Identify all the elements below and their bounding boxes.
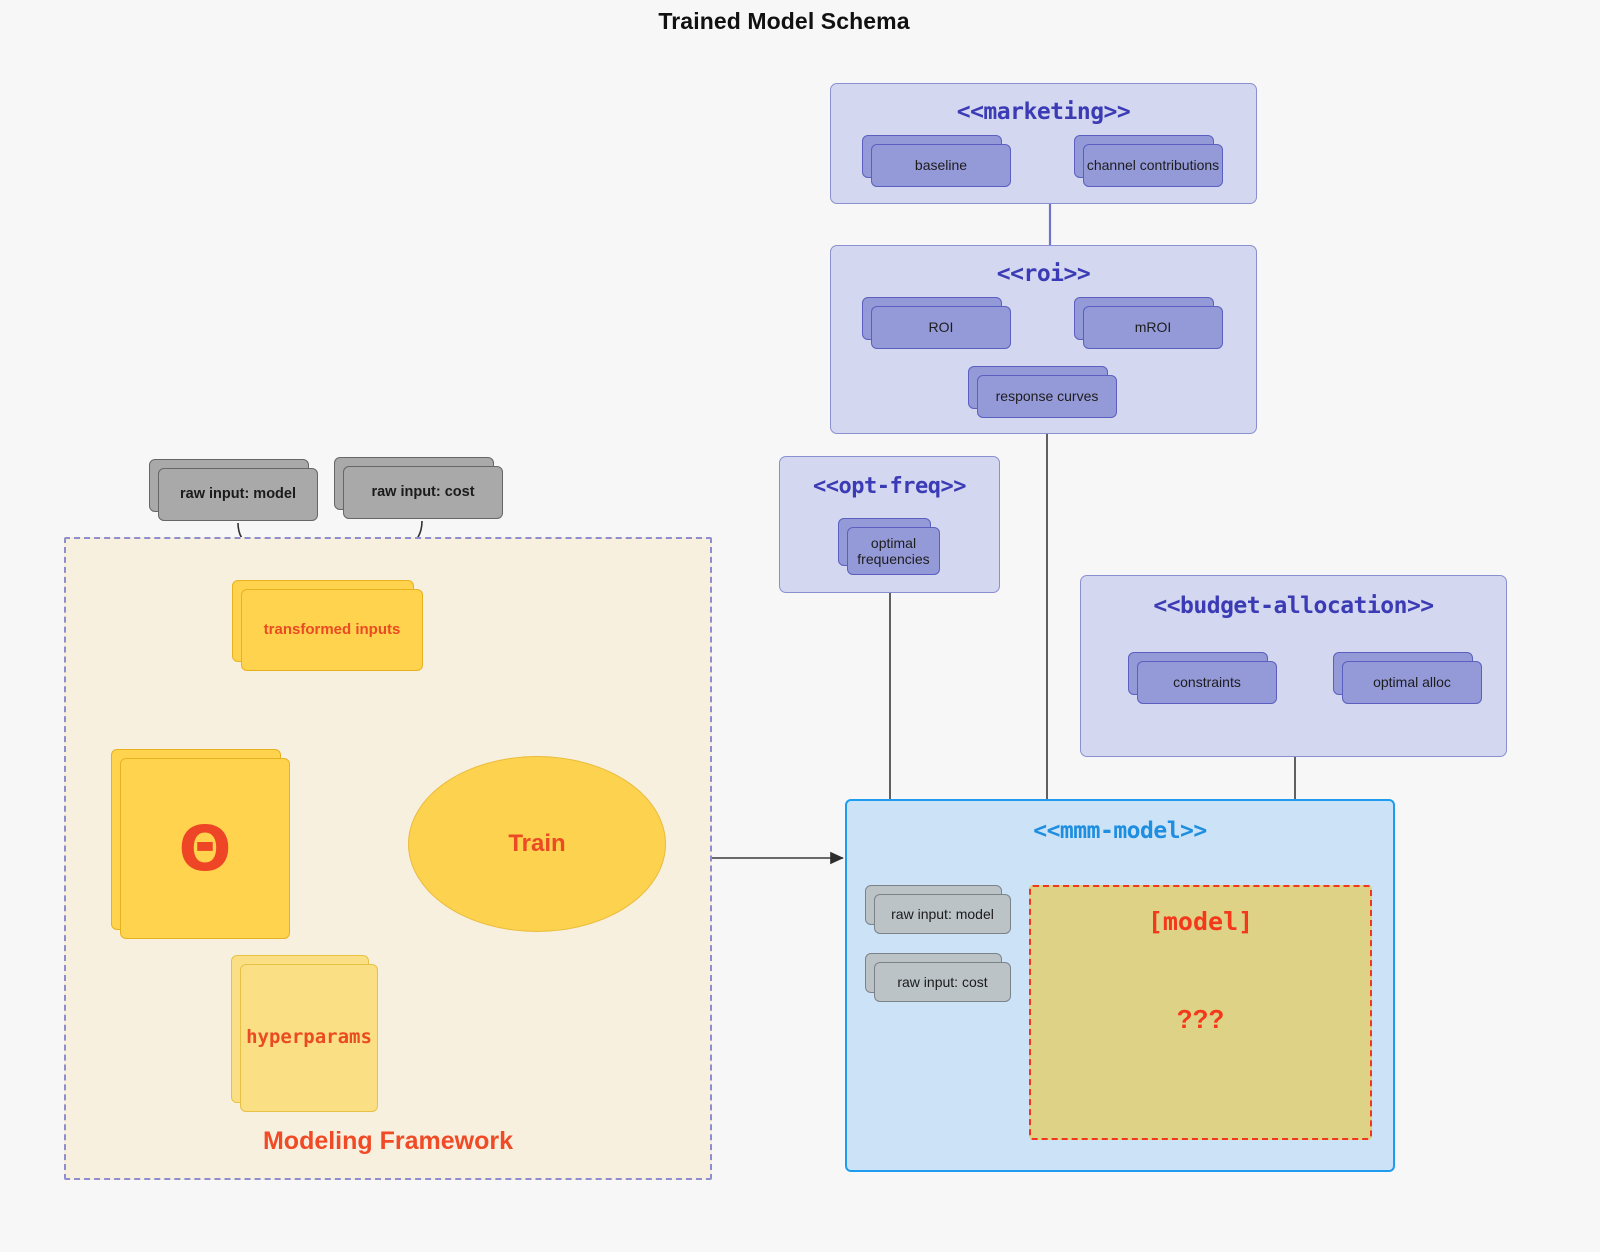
card-optimal-alloc[interactable]: optimal alloc: [1333, 652, 1482, 704]
package-mmm-model-title: <<mmm-model>>: [1033, 818, 1207, 844]
card-raw-input-cost[interactable]: raw input: cost: [334, 457, 503, 519]
package-mmm-model[interactable]: <<mmm-model>> raw input: model raw input…: [845, 799, 1395, 1172]
card-front-layer: raw input: model: [158, 468, 318, 521]
package-marketing-title: <<marketing>>: [956, 99, 1131, 125]
package-marketing[interactable]: <<marketing>> baseline channel contribut…: [830, 83, 1257, 204]
card-front-layer: optimal frequencies: [847, 527, 940, 575]
card-label: transformed inputs: [263, 621, 401, 639]
card-label: constraints: [1173, 674, 1241, 691]
card-front-layer: constraints: [1137, 661, 1277, 704]
card-label: response curves: [995, 388, 1099, 405]
card-transformed-inputs[interactable]: transformed inputs: [232, 580, 423, 671]
card-front-layer: raw input: model: [874, 894, 1011, 934]
card-label: raw input: cost: [371, 484, 475, 501]
card-label: optimal alloc: [1373, 674, 1451, 691]
card-front-layer: Θ: [120, 758, 290, 939]
theta-symbol: Θ: [178, 811, 232, 885]
train-label: Train: [508, 830, 566, 857]
card-front-layer: mROI: [1083, 306, 1223, 349]
model-placeholder-box[interactable]: [model] ???: [1029, 885, 1372, 1140]
card-mmm-raw-input-model[interactable]: raw input: model: [865, 885, 1011, 934]
card-theta[interactable]: Θ: [111, 749, 290, 939]
card-mroi[interactable]: mROI: [1074, 297, 1223, 349]
card-label: baseline: [914, 157, 968, 174]
model-unknown-label: ???: [1176, 1004, 1225, 1034]
card-label: raw input: cost: [897, 973, 988, 990]
package-opt-freq-title: <<opt-freq>>: [813, 474, 966, 499]
card-response-curves[interactable]: response curves: [968, 366, 1117, 418]
page-title: Trained Model Schema: [658, 8, 910, 34]
card-baseline[interactable]: baseline: [862, 135, 1011, 187]
package-opt-freq[interactable]: <<opt-freq>> optimal frequencies: [779, 456, 1000, 593]
card-label: raw input: model: [891, 905, 994, 922]
card-label: hyperparams: [246, 1026, 372, 1049]
card-label: channel contributions: [1086, 157, 1220, 174]
card-channel-contributions[interactable]: channel contributions: [1074, 135, 1223, 187]
card-front-layer: channel contributions: [1083, 144, 1223, 187]
card-front-layer: ROI: [871, 306, 1011, 349]
package-roi[interactable]: <<roi>> ROI mROI response curves: [830, 245, 1257, 434]
train-activity[interactable]: Train: [408, 756, 666, 932]
model-name-label: [model]: [1147, 907, 1254, 936]
card-front-layer: baseline: [871, 144, 1011, 187]
package-budget-allocation-title: <<budget-allocation>>: [1153, 593, 1434, 619]
card-raw-input-model[interactable]: raw input: model: [149, 459, 318, 521]
card-optimal-frequencies[interactable]: optimal frequencies: [838, 518, 940, 575]
package-roi-title: <<roi>>: [996, 261, 1091, 287]
package-budget-allocation[interactable]: <<budget-allocation>> constraints optima…: [1080, 575, 1507, 757]
card-front-layer: raw input: cost: [874, 962, 1011, 1002]
card-front-layer: optimal alloc: [1342, 661, 1482, 704]
card-front-layer: response curves: [977, 375, 1117, 418]
card-label: optimal frequencies: [857, 534, 930, 567]
card-hyperparams[interactable]: hyperparams: [231, 955, 378, 1112]
card-front-layer: transformed inputs: [241, 589, 423, 671]
card-front-layer: hyperparams: [240, 964, 378, 1112]
card-mmm-raw-input-cost[interactable]: raw input: cost: [865, 953, 1011, 1002]
card-roi[interactable]: ROI: [862, 297, 1011, 349]
card-label: mROI: [1134, 319, 1172, 336]
card-constraints[interactable]: constraints: [1128, 652, 1277, 704]
card-front-layer: raw input: cost: [343, 466, 503, 519]
modeling-framework-label: Modeling Framework: [262, 1127, 514, 1155]
card-label: ROI: [928, 319, 954, 336]
card-label: raw input: model: [180, 486, 296, 503]
